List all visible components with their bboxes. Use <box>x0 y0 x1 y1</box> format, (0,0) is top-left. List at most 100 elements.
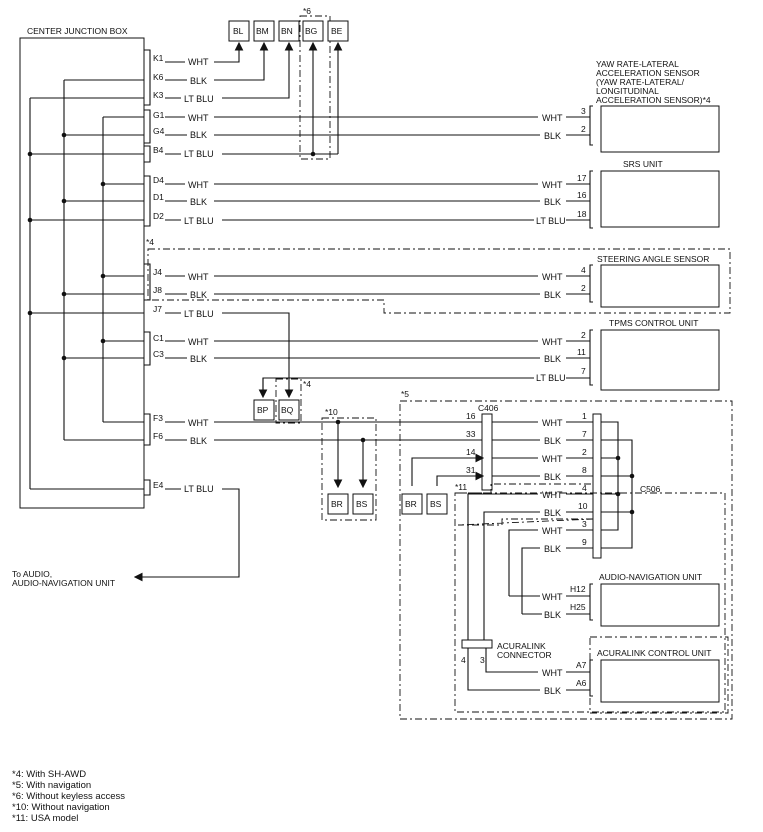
svg-text:A7: A7 <box>576 660 587 670</box>
without-nav-dash-box <box>321 417 377 521</box>
e4-wire: LT BLU <box>136 484 240 577</box>
svg-text:17: 17 <box>577 173 587 183</box>
connector-k3: K3 <box>153 90 164 100</box>
usa-model-dash-box <box>454 492 726 713</box>
svg-text:WHT: WHT <box>542 592 563 602</box>
srs-box <box>600 170 720 228</box>
f-wires: WHT BLK <box>165 418 482 446</box>
ground-br-1: BR <box>327 493 349 515</box>
acuralink-unit-box <box>600 659 720 703</box>
audio-label-line-1: To AUDIO, <box>12 569 52 579</box>
svg-text:WHT: WHT <box>188 272 209 282</box>
usa-model-dash-line <box>457 483 594 526</box>
svg-text:WHT: WHT <box>188 337 209 347</box>
svg-text:WHT: WHT <box>542 337 563 347</box>
connector-k6: K6 <box>153 72 164 82</box>
with-nav-dash-box <box>399 400 733 720</box>
svg-text:BLK: BLK <box>544 354 561 364</box>
svg-text:LT BLU: LT BLU <box>536 216 566 226</box>
svg-text:9: 9 <box>582 537 587 547</box>
ground-label-be: BE <box>331 26 343 36</box>
bq-dash-box <box>275 378 302 424</box>
svg-text:1: 1 <box>582 411 587 421</box>
svg-text:BLK: BLK <box>190 436 207 446</box>
svg-text:YAW RATE-LATERAL: YAW RATE-LATERAL <box>596 59 679 69</box>
svg-text:BS: BS <box>430 499 442 509</box>
yaw-wires: WHT BLK LT BLU WHT BLK 3 2 <box>165 106 590 159</box>
svg-text:4: 4 <box>461 655 466 665</box>
tpms-box <box>600 329 720 391</box>
svg-text:BR: BR <box>331 499 343 509</box>
footnote-6: *6: Without keyless access <box>12 791 125 802</box>
c406-pins: 16 33 14 31 <box>411 411 485 486</box>
yaw-sensor-title: YAW RATE-LATERAL ACCELERATION SENSOR (YA… <box>596 59 711 105</box>
ground-label-bl: BL <box>233 26 244 36</box>
svg-text:WHT: WHT <box>542 454 563 464</box>
ground-bg: BG <box>302 20 324 42</box>
j7-wire <box>165 312 289 396</box>
c406-label: C406 <box>478 403 499 413</box>
ground-bl: BL <box>228 20 250 42</box>
svg-text:(YAW RATE-LATERAL/: (YAW RATE-LATERAL/ <box>596 77 685 87</box>
connector-k-group: K1 K6 K3 <box>144 49 164 106</box>
svg-text:2: 2 <box>581 283 586 293</box>
svg-text:8: 8 <box>582 465 587 475</box>
yaw-sensor-box <box>600 105 720 153</box>
note-mark-6: *6 <box>303 6 311 16</box>
note-mark-10: *10 <box>325 407 338 417</box>
keyless-dash-box <box>299 15 331 160</box>
svg-text:BR: BR <box>405 499 417 509</box>
connector-e4: E4 <box>153 480 164 490</box>
svg-text:WHT: WHT <box>542 526 563 536</box>
svg-text:11: 11 <box>577 347 586 357</box>
ground-be: BE <box>327 20 349 42</box>
ground-label-bg: BG <box>305 26 317 36</box>
svg-text:ACCELERATION SENSOR: ACCELERATION SENSOR <box>596 68 700 78</box>
connector-g4: G4 <box>153 126 165 136</box>
svg-text:16: 16 <box>466 411 476 421</box>
svg-text:BLK: BLK <box>190 197 207 207</box>
svg-text:A6: A6 <box>576 678 587 688</box>
wire-color-k6: BLK <box>190 76 207 86</box>
steering-box <box>600 264 720 308</box>
svg-text:LT BLU: LT BLU <box>184 484 214 494</box>
connector-j-group: J4 J8 J7 <box>144 263 162 314</box>
svg-text:BS: BS <box>356 499 368 509</box>
c506-lower-wires: WHT BLK WHT BLK <box>467 490 593 640</box>
ground-br-2: BR <box>401 493 423 515</box>
svg-text:WHT: WHT <box>542 272 563 282</box>
connector-k1: K1 <box>153 53 164 63</box>
svg-text:ACCELERATION SENSOR)*4: ACCELERATION SENSOR)*4 <box>596 95 711 105</box>
acuralink-wires: WHT BLK A7 A6 <box>467 648 590 696</box>
acuralink-connector: ACURALINK CONNECTOR 4 3 <box>461 639 552 665</box>
ground-bs-2: BS <box>426 493 448 515</box>
svg-text:BLK: BLK <box>544 544 561 554</box>
note-mark-4a: *4 <box>146 237 154 247</box>
svg-text:BLK: BLK <box>544 472 561 482</box>
c406-c506-wires: WHT BLK WHT BLK <box>492 418 593 482</box>
svg-text:10: 10 <box>578 501 588 511</box>
ground-bs-1: BS <box>352 493 374 515</box>
tpms-wires: WHT BLK WHT BLK LT BLU 2 11 7 <box>165 330 590 396</box>
connector-b-group: B4 <box>144 145 164 163</box>
c506-pins: 1 7 2 8 4 10 3 9 <box>578 411 635 549</box>
svg-text:14: 14 <box>466 447 476 457</box>
audio-nav-wires: WHT BLK H12 H25 <box>509 584 590 620</box>
svg-text:BLK: BLK <box>544 290 561 300</box>
wire-color-k3: LT BLU <box>184 94 214 104</box>
acuralink-title: ACURALINK CONTROL UNIT <box>597 648 711 658</box>
svg-text:16: 16 <box>577 190 587 200</box>
center-junction-box <box>19 37 145 509</box>
audio-label-line-2: AUDIO-NAVIGATION UNIT <box>12 578 115 588</box>
connector-j4: J4 <box>153 267 162 277</box>
svg-text:2: 2 <box>581 124 586 134</box>
ground-bn: BN <box>278 20 300 42</box>
sh-awd-dash-box <box>147 248 731 314</box>
svg-text:LT BLU: LT BLU <box>184 216 214 226</box>
footnotes: *4: With SH-AWD *5: With navigation *6: … <box>12 769 125 824</box>
svg-text:3: 3 <box>582 519 587 529</box>
svg-text:2: 2 <box>582 447 587 457</box>
svg-text:BLK: BLK <box>544 131 561 141</box>
srs-wires: WHT BLK LT BLU WHT BLK LT BLU 17 16 18 <box>165 173 590 226</box>
